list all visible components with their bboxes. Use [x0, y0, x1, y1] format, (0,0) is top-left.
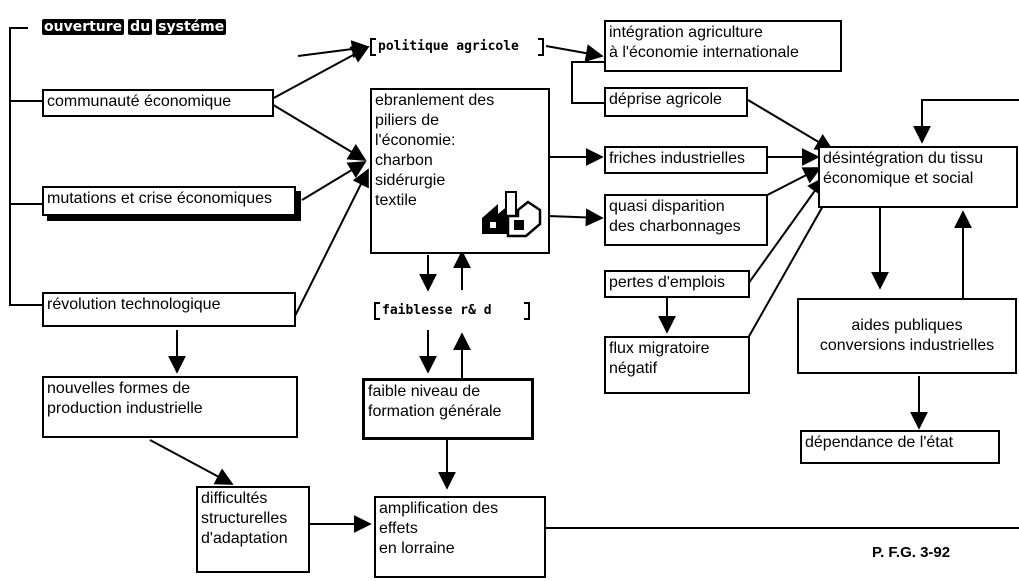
node-desintegration: désintégration du tissu économique et so… [818, 146, 1018, 208]
header-word-1: ouverture [42, 19, 125, 35]
credit-label: P. F.G. 3-92 [872, 544, 951, 561]
arrow-pertes-desintegration [747, 176, 826, 285]
node-dependance-etat: dépendance de l'état [800, 430, 1000, 464]
node-difficultes-structurelles: difficultés structurelles d'adaptation [196, 486, 310, 573]
node-friches-industrielles: friches industrielles [604, 146, 768, 174]
connector-integration-deprise [571, 61, 604, 104]
node-mutations-crise: mutations et crise économiques [42, 186, 296, 216]
arrow-revolution-ebranlement [292, 168, 369, 321]
node-aides-publiques: aides publiques conversions industrielle… [797, 298, 1017, 374]
node-communaute-economique: communauté économique [42, 89, 274, 117]
arrow-politique-integration [545, 44, 604, 63]
node-amplification: amplification des effets en lorraine [374, 496, 546, 578]
node-quasi-disparition: quasi disparition des charbonnages [604, 194, 768, 246]
node-deprise-agricole: déprise agricole [604, 87, 748, 117]
arrow-mutations-ebranlement [301, 161, 367, 201]
header-word-2: du [128, 19, 153, 35]
node-politique-agricole: politique agricole [370, 38, 544, 56]
arrow-nouvelles-difficultes [149, 439, 234, 485]
node-flux-migratoire: flux migratoire négatif [604, 336, 750, 394]
node-revolution-technologique: révolution technologique [42, 292, 296, 327]
node-integration-agriculture: intégration agriculture à l'économie int… [604, 20, 842, 72]
arrow-communaute-politique [269, 46, 370, 101]
arrow-right-into-desintegration [913, 99, 1019, 144]
arrow-deprise-desintegration [747, 99, 834, 151]
arrow-top-politique [297, 40, 370, 58]
node-faiblesse-rd: faiblesse r& d [374, 302, 530, 320]
header-word-3: systéme [156, 19, 227, 35]
factory-icon [478, 188, 548, 242]
left-bracket-line [9, 27, 28, 306]
node-pertes-emplois: pertes d'emplois [604, 270, 750, 298]
arrow-ebranlement-quasi [547, 208, 604, 227]
node-faible-niveau: faible niveau de formation générale [362, 378, 534, 440]
arrow-communaute-ebranlement [269, 102, 367, 161]
node-nouvelles-formes: nouvelles formes de production industrie… [42, 376, 298, 438]
